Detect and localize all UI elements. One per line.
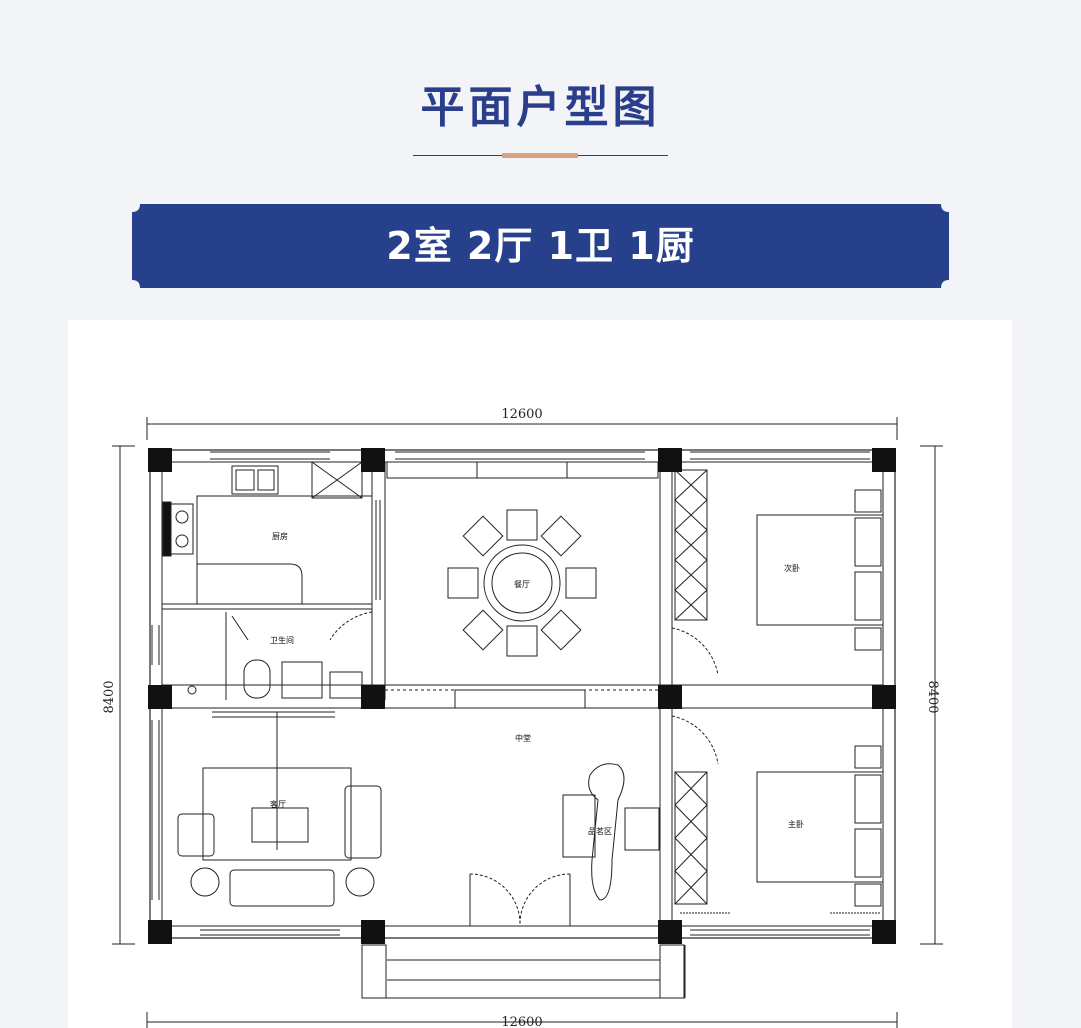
planter-right [659,944,685,999]
room-label-kitchen: 厨房 [272,531,288,541]
tea-chair-left [562,794,596,858]
layout-banner: 2室 2厅 1卫 1厨 [132,204,949,288]
outer-wall [149,449,896,939]
kitchen-stove-edge [162,501,172,557]
room-label-tea-area: 品茗区 [588,826,612,836]
tea-table [588,763,625,901]
entrance-doors [469,873,571,926]
kitchen-sink [231,465,279,495]
dimension-label-right: 8400 [925,680,940,713]
kitchen-stove [170,503,194,555]
title-accent-bar [502,153,578,158]
kitchen-cabinet [311,461,363,499]
room-label-living: 客厅 [270,799,286,809]
room-label-master-bedroom: 主卧 [788,819,804,829]
room-label-bathroom: 卫生间 [270,635,294,645]
planter-left [361,944,387,999]
structural-columns [148,448,896,944]
floorplan-card: 12600 12600 8400 8400 厨房 卫生间 餐厅 次卧 中堂 客厅… [68,320,1012,1028]
toilet [243,659,271,699]
dimension-line-left [112,445,135,945]
dimension-line-top [146,417,898,440]
porch [361,944,686,999]
hall-console [454,689,586,709]
sofa-bottom [229,869,335,907]
room-label-hall: 中堂 [515,733,531,743]
window-top [210,451,870,460]
dimension-line-bottom [146,1012,898,1028]
dimension-label-bottom: 12600 [501,1015,542,1028]
dining-table [483,544,561,622]
bed-second [756,514,884,626]
second-bedroom-room [671,469,884,676]
master-bedroom-room [671,715,884,914]
dining-chair [506,509,538,541]
dimension-line-right [920,445,943,945]
door-second-bedroom [671,627,719,676]
window-left [151,625,160,900]
dimension-label-left: 8400 [102,680,117,713]
sofa-right [344,785,382,859]
bathroom-vanity [281,661,323,699]
kitchen-room [162,461,381,605]
dimension-label-top: 12600 [501,407,542,422]
room-label-second-bedroom: 次卧 [784,563,800,573]
living-room [177,711,382,907]
door-master-bedroom [671,715,719,765]
page-title: 平面户型图 [420,82,661,133]
window-bottom [200,929,870,936]
coffee-table [251,807,309,843]
tea-chair-right [624,807,660,851]
inner-wall-line [161,461,884,927]
layout-summary: 2室 2厅 1卫 1厨 [386,224,695,268]
dining-room [386,461,659,657]
floorplan-drawing: 12600 12600 8400 8400 厨房 卫生间 餐厅 次卧 中堂 客厅… [102,407,943,1028]
banner-background [132,204,949,288]
wardrobe-upper [674,469,708,621]
bathroom-room [187,611,373,700]
room-label-dining: 餐厅 [514,580,530,589]
dining-cabinet [386,461,659,479]
armchair-left [177,813,215,857]
bed-master [756,771,884,883]
tea-area [562,763,660,901]
wardrobe-lower [674,771,708,905]
